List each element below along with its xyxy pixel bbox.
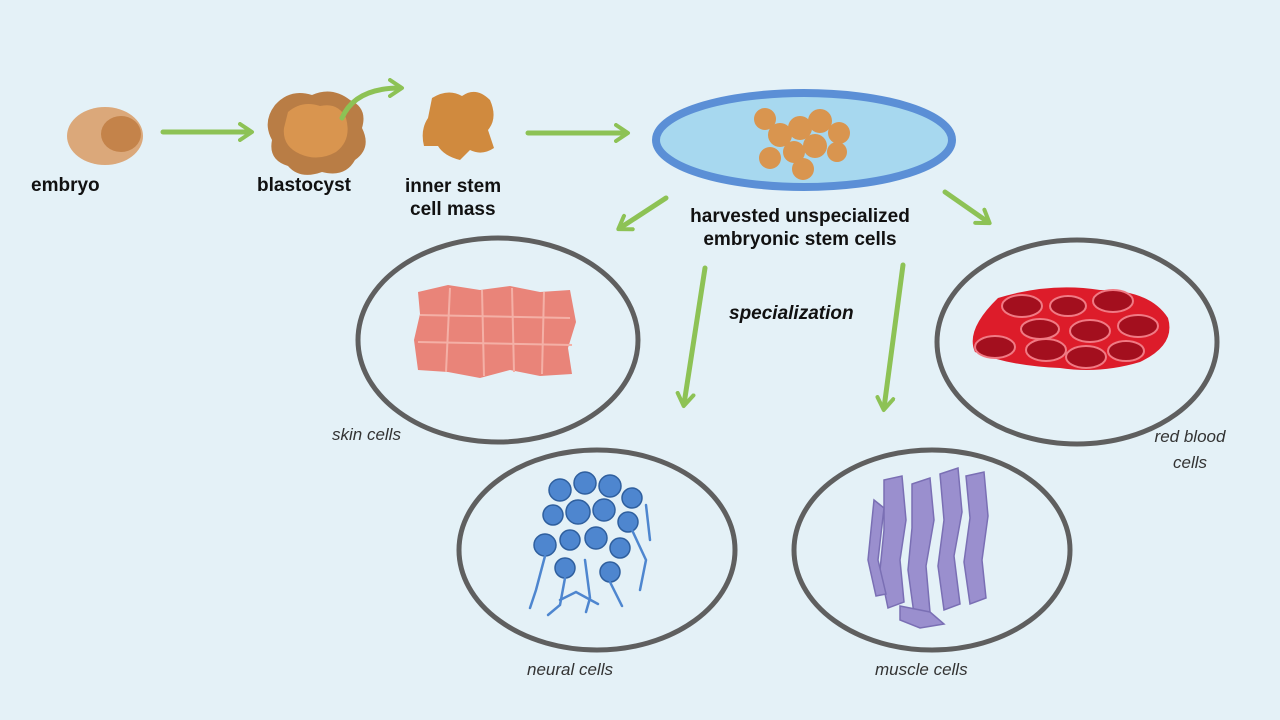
arrow-to-red-blood-cells (942, 189, 992, 226)
blastocyst-label: blastocyst (257, 175, 351, 196)
inner-stem-cell-mass-icon (422, 91, 494, 160)
skin-cells-illustration (414, 285, 576, 378)
inner-stem-cell-mass-label-line2: cell mass (410, 199, 496, 220)
harvested-cells-label-line1: harvested unspecialized (690, 206, 910, 227)
neural-cells-illustration (528, 471, 652, 617)
arrow-to-muscle-cells (875, 262, 906, 412)
muscle-cells-circle (791, 447, 1073, 653)
petri-dish-icon (652, 89, 956, 191)
harvested-cells-label-line2: embryonic stem cells (703, 229, 897, 250)
inner-stem-cell-mass-label-line1: inner stem (405, 176, 502, 197)
red-blood-cells-illustration (972, 287, 1170, 370)
neural-cells-label: neural cells (527, 660, 613, 679)
skin-cells-circle (355, 235, 641, 445)
neural-cells-circle (456, 447, 738, 653)
red-blood-cells-label-line2: cells (1172, 453, 1207, 472)
embryo-icon (67, 107, 143, 165)
embryo-label: embryo (31, 175, 100, 196)
red-blood-cells-label-line1: red blood (1154, 427, 1226, 446)
specialization-label: specialization (729, 303, 854, 324)
arrow-blastocyst-to-inner-mass (339, 78, 404, 121)
muscle-cells-illustration (867, 466, 989, 629)
arrow-to-skin-cells (616, 195, 669, 232)
blastocyst-icon (267, 91, 366, 175)
arrow-to-neural-cells (675, 265, 708, 408)
muscle-cells-label: muscle cells (875, 660, 968, 679)
red-blood-cells-circle (934, 237, 1220, 447)
skin-cells-label: skin cells (332, 425, 401, 444)
